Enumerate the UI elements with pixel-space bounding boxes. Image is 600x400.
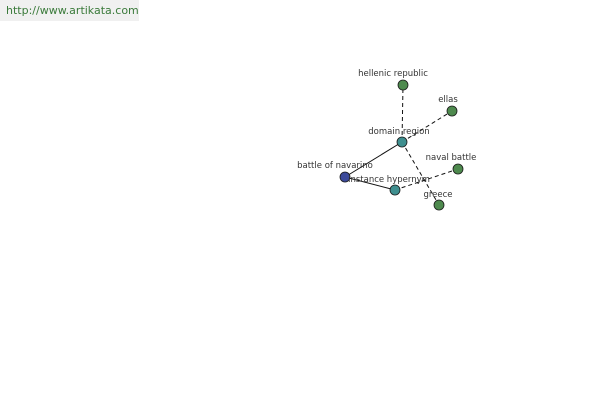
- site-url[interactable]: http://www.artikata.com: [0, 0, 139, 21]
- edge-domain-region-ellas: [401, 110, 453, 143]
- node-label-domain-region: domain region: [368, 127, 429, 137]
- node-battle-of-navarino[interactable]: battle of navarino: [297, 161, 373, 183]
- node-circle-naval-battle[interactable]: [452, 163, 464, 175]
- node-label-naval-battle: naval battle: [426, 153, 477, 163]
- node-greece[interactable]: greece: [423, 190, 453, 211]
- node-circle-battle-of-navarino[interactable]: [339, 171, 351, 183]
- node-label-battle-of-navarino: battle of navarino: [297, 161, 373, 171]
- edge-domain-region-greece: [401, 141, 440, 206]
- node-circle-greece[interactable]: [433, 199, 445, 211]
- node-circle-ellas[interactable]: [446, 105, 458, 117]
- node-instance-hypernym[interactable]: instance hypernym: [348, 175, 430, 196]
- node-label-instance-hypernym: instance hypernym: [348, 175, 430, 185]
- edge-battle-of-navarino-domain-region: [344, 141, 403, 178]
- node-domain-region[interactable]: domain region: [368, 127, 430, 148]
- node-circle-instance-hypernym[interactable]: [389, 184, 401, 196]
- edge-battle-of-navarino-instance-hypernym: [344, 176, 396, 191]
- node-naval-battle[interactable]: naval battle: [426, 153, 477, 175]
- edge-domain-region-hellenic-republic: [401, 84, 404, 143]
- node-ellas[interactable]: ellas: [438, 95, 458, 117]
- node-label-greece: greece: [423, 190, 452, 200]
- node-label-ellas: ellas: [438, 95, 458, 105]
- node-label-hellenic-republic: hellenic republic: [358, 69, 428, 79]
- node-circle-hellenic-republic[interactable]: [397, 79, 409, 91]
- node-hellenic-republic[interactable]: hellenic republic: [358, 69, 428, 91]
- node-circle-domain-region[interactable]: [396, 136, 408, 148]
